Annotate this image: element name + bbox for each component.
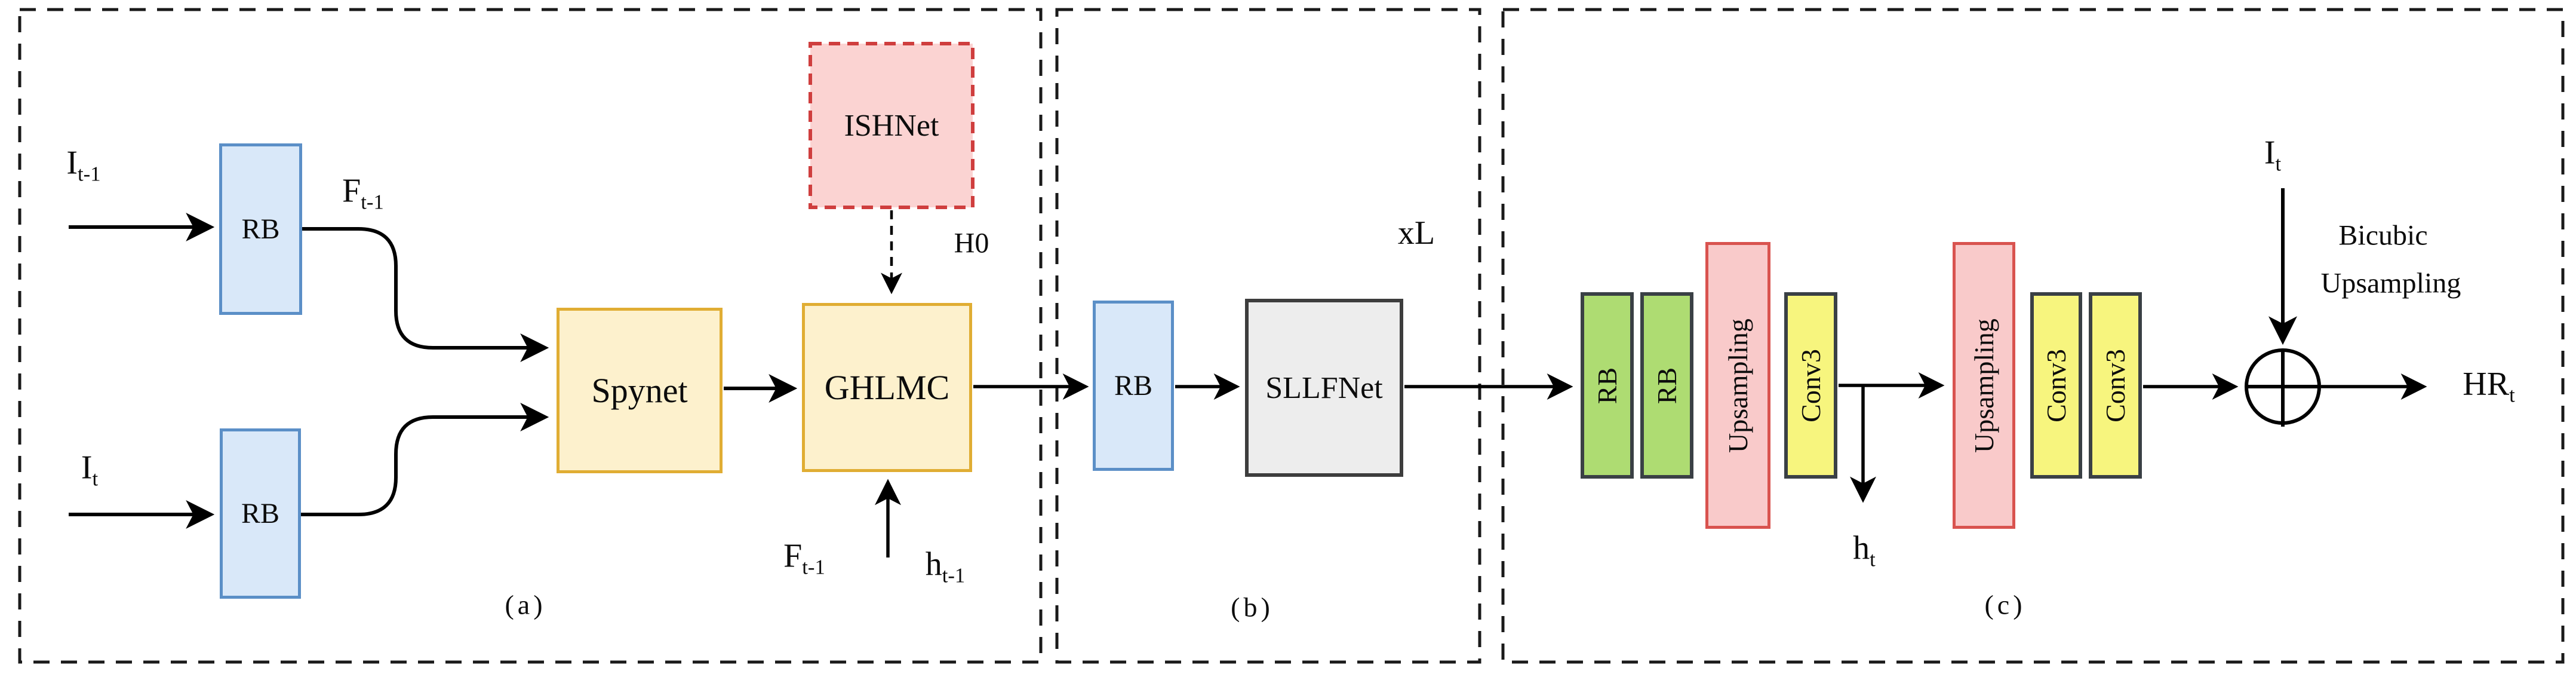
- panel-b-caption: (b): [1231, 592, 1274, 623]
- spynet-block: Spynet: [557, 308, 723, 473]
- ishnet-block-frame: [809, 42, 975, 209]
- bicubic-label-line1: Bicubic: [2338, 219, 2428, 252]
- input-cur-label-c: It: [2264, 134, 2282, 176]
- panel-c-caption: (c): [1984, 589, 2026, 620]
- input-prev-label: It-1: [66, 144, 101, 186]
- panel-a-frame: [18, 8, 1043, 664]
- bicubic-label-line2: Upsampling: [2320, 267, 2461, 299]
- panel-c-frame: [1501, 8, 2565, 664]
- flow-feature-label: Ft-1: [342, 172, 384, 214]
- upsampling-block-1: Upsampling: [1705, 242, 1770, 529]
- rb-block-c2: RB: [1640, 292, 1693, 479]
- rb-block-c1: RB: [1581, 292, 1634, 479]
- output-label: HRt: [2463, 365, 2515, 407]
- conv3-block-1: Conv3: [1784, 292, 1837, 479]
- hidden-prev-label: ht-1: [925, 546, 966, 587]
- ishnet-block: ISHNet: [844, 108, 939, 143]
- repeat-xl-label: xL: [1397, 215, 1435, 252]
- rb-block-top: RB: [219, 143, 302, 315]
- panel-a-caption: (a): [505, 589, 546, 620]
- h0-label: H0: [954, 227, 989, 259]
- conv3-block-2: Conv3: [2030, 292, 2082, 479]
- sum-icon: [2245, 348, 2321, 427]
- hidden-out-label: ht: [1853, 529, 1876, 571]
- conv3-block-3: Conv3: [2089, 292, 2142, 479]
- rb-block-bottom: RB: [220, 428, 301, 599]
- flow-prev-label: Ft-1: [783, 537, 825, 579]
- sllfnet-block: SLLFNet: [1245, 299, 1403, 477]
- wire-rb-bottom-to-spynet: [301, 403, 549, 516]
- arrows: [69, 188, 2427, 557]
- input-cur-label-a: It: [81, 449, 99, 491]
- panel-b-frame: [1055, 8, 1481, 664]
- wire-rb-top-to-spynet: [302, 227, 549, 362]
- upsampling-block-2: Upsampling: [1953, 242, 2015, 529]
- rb-block-b: RB: [1093, 301, 1174, 471]
- ghlmc-block: GHLMC: [802, 303, 972, 472]
